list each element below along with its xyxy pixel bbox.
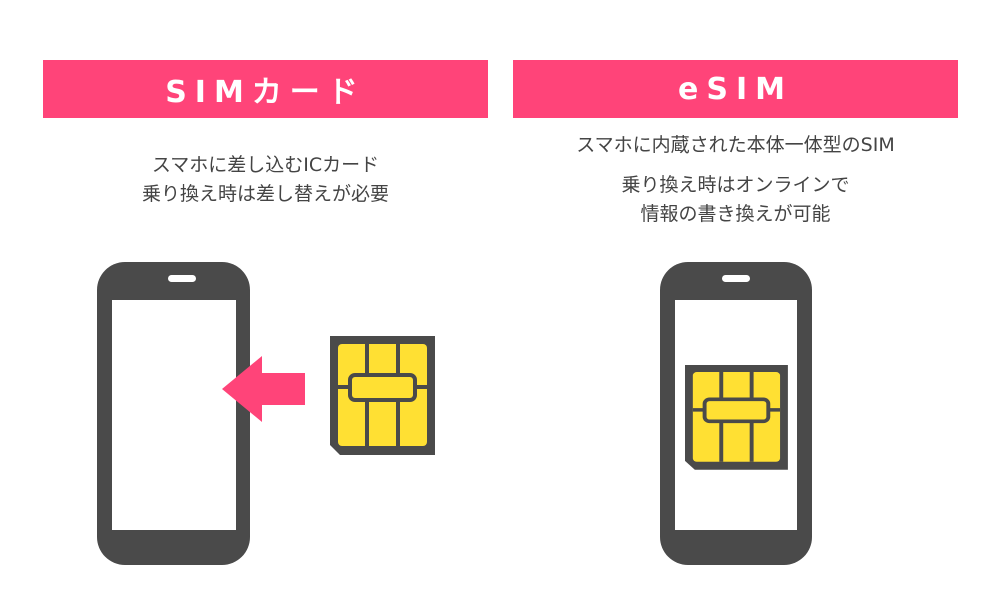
sim-card-description: スマホに差し込むICカード 乗り換え時は差し替えが必要 <box>43 151 488 209</box>
sim-card-desc-line: スマホに差し込むICカード <box>151 154 380 176</box>
smartphone-icon <box>97 262 250 565</box>
esim-banner: eSIM <box>513 60 958 118</box>
sim-card-title: SIMカード <box>165 75 366 110</box>
esim-description: 乗り換え時はオンラインで 情報の書き換えが可能 <box>513 171 958 229</box>
esim-subtitle: スマホに内蔵された本体一体型のSIM <box>513 131 958 160</box>
sim-card-icon <box>328 334 437 457</box>
esim-desc-line: 乗り換え時はオンラインで <box>621 174 850 196</box>
esim-title: eSIM <box>678 71 793 107</box>
sim-card-desc-line: 乗り換え時は差し替えが必要 <box>141 183 389 205</box>
insert-arrow-icon <box>222 356 305 422</box>
esim-subtitle-text: スマホに内蔵された本体一体型のSIM <box>576 134 895 156</box>
esim-desc-line: 情報の書き換えが可能 <box>640 203 831 225</box>
sim-card-banner: SIMカード <box>43 60 488 118</box>
embedded-sim-icon <box>683 363 790 472</box>
